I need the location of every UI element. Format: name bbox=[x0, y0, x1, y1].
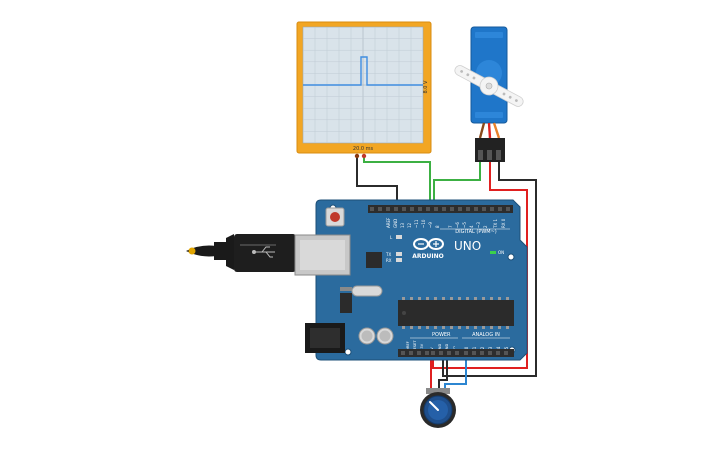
svg-text:3.3V: 3.3V bbox=[420, 343, 424, 352]
wire-pot-wiper[interactable] bbox=[444, 352, 467, 390]
oscilloscope[interactable]: 8.0 V 20.0 ms bbox=[296, 21, 432, 159]
crystal bbox=[351, 285, 383, 297]
digital-label: DIGITAL (PWM~) bbox=[455, 229, 497, 235]
oscilloscope-terminal-positive[interactable] bbox=[361, 153, 367, 159]
digital-pin-labels: AREF GND 13 12 ~11 ~10 ~9 8 7 ~6 ~5 4 ~3… bbox=[386, 217, 506, 229]
svg-text:2: 2 bbox=[483, 225, 488, 228]
on-label: ON bbox=[498, 250, 504, 255]
svg-text:12: 12 bbox=[407, 222, 412, 228]
arduino-logo bbox=[413, 238, 444, 250]
led-rx-label: RX bbox=[386, 258, 392, 263]
svg-text:~10: ~10 bbox=[421, 219, 426, 228]
svg-text:RX 0: RX 0 bbox=[501, 218, 506, 228]
svg-text:~3: ~3 bbox=[476, 222, 481, 228]
arduino-model: UNO bbox=[454, 239, 481, 253]
usb-icon bbox=[252, 246, 275, 258]
potentiometer[interactable] bbox=[420, 388, 456, 428]
svg-text:4: 4 bbox=[469, 225, 474, 228]
oscilloscope-trace bbox=[303, 56, 423, 86]
oscilloscope-terminal-negative[interactable] bbox=[354, 153, 360, 159]
svg-text:~5: ~5 bbox=[462, 222, 467, 228]
wire-scope-gnd[interactable] bbox=[356, 156, 398, 210]
digital-header[interactable] bbox=[368, 205, 513, 213]
led-rx bbox=[396, 258, 402, 262]
wire-scope-signal[interactable] bbox=[363, 156, 431, 210]
svg-text:AREF: AREF bbox=[386, 217, 391, 228]
led-tx bbox=[396, 252, 402, 256]
on-led bbox=[490, 251, 496, 254]
oscilloscope-volt-label: 8.0 V bbox=[423, 80, 429, 94]
led-l-label: L bbox=[390, 235, 393, 240]
wire-servo-signal[interactable] bbox=[433, 162, 481, 210]
usb-cable[interactable] bbox=[186, 234, 296, 272]
usb-chip bbox=[366, 252, 382, 268]
svg-text:IOREF: IOREF bbox=[406, 341, 410, 352]
arduino-brand: ARDUINO bbox=[412, 253, 443, 260]
svg-text:TX 1: TX 1 bbox=[493, 219, 498, 229]
atmega-chip bbox=[398, 300, 514, 326]
analog-label: ANALOG IN bbox=[472, 332, 500, 338]
svg-text:7: 7 bbox=[448, 225, 453, 228]
wire-pot-gnd[interactable] bbox=[438, 352, 448, 390]
svg-text:8: 8 bbox=[435, 225, 440, 228]
capacitors bbox=[358, 327, 394, 345]
svg-text:GND: GND bbox=[438, 344, 442, 352]
oscilloscope-time-label: 20.0 ms bbox=[353, 146, 374, 152]
svg-text:~9: ~9 bbox=[428, 222, 433, 228]
svg-text:GND: GND bbox=[445, 344, 449, 352]
svg-text:RESET: RESET bbox=[413, 340, 417, 352]
servo-horn[interactable] bbox=[451, 60, 527, 112]
arduino-uno-board[interactable]: AREF GND 13 12 ~11 ~10 ~9 8 7 ~6 ~5 4 ~3… bbox=[294, 199, 528, 361]
power-label: POWER bbox=[432, 332, 451, 338]
led-tx-label: TX bbox=[385, 252, 391, 257]
svg-text:~11: ~11 bbox=[414, 219, 419, 228]
svg-text:~6: ~6 bbox=[455, 222, 460, 228]
servo-motor[interactable] bbox=[451, 26, 527, 162]
led-l bbox=[396, 235, 402, 239]
wire-servo-gnd[interactable] bbox=[442, 162, 537, 377]
svg-text:13: 13 bbox=[400, 222, 405, 228]
svg-text:GND: GND bbox=[393, 219, 398, 228]
